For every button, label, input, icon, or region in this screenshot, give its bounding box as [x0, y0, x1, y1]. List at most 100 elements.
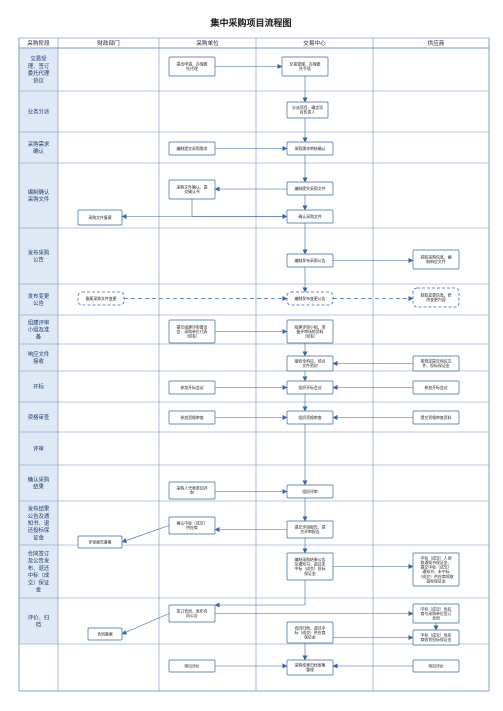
step-box: [412, 659, 460, 673]
phase-cell: [19, 371, 58, 402]
step-box: [286, 552, 334, 581]
flow-arrow: [121, 525, 170, 543]
process-step-b3: 分派项目、确定项目负责人: [286, 101, 329, 119]
phase-label: 发布变更公告: [28, 292, 50, 307]
step-label: 编制发布变更公告: [294, 296, 325, 301]
process-step-b36: 中标（成交）供应商收到投标保证金: [412, 629, 460, 646]
step-box: [412, 287, 460, 308]
step-box: [286, 253, 334, 268]
process-step-b9: 确认采购文件: [286, 209, 334, 224]
phase-cell: [19, 432, 58, 465]
step-label: 交易受理、办理委托手续: [289, 62, 320, 72]
phase-cell: [19, 315, 58, 344]
process-step-b15: 提交组建评审委员会、采购单位代表（如有）: [168, 319, 216, 344]
step-label: 获取变更信息、修改变更内容: [420, 293, 451, 303]
process-steps: 提出申请、办理委托代理 交易受理、办理委托手续分派项目、确定项目负责人编制提交采购…: [77, 56, 460, 676]
process-step-b24: 提交资格审查资料: [412, 410, 460, 425]
step-label: 按规定提交响应文件、投标保证金: [420, 359, 451, 369]
phase-cell: [19, 228, 58, 284]
step-label: 签订合同、发布合同公告: [176, 609, 207, 619]
phase-cell: [19, 284, 58, 315]
step-box: [168, 179, 216, 200]
step-label: 评审报告备案: [88, 539, 111, 544]
column-header-phase: 采购阶段: [27, 39, 50, 47]
step-label: 确认采购文件: [298, 214, 321, 219]
column-header-finance: 财政部门: [97, 39, 120, 47]
step-label: 项目评价: [184, 663, 200, 668]
step-label: 提交资格审查资料: [420, 415, 451, 420]
flow-arrow: [214, 580, 306, 608]
step-label: 分派项目、确定项目负责人: [292, 105, 323, 115]
process-step-b17: 接收全响应、核点文件密封: [286, 355, 334, 372]
process-step-b4: 编制提交采购需求: [168, 141, 216, 156]
step-label: 提交评审报告、提交评审报告: [294, 525, 325, 535]
column-header-supplier: 供应商: [428, 39, 445, 47]
process-step-b25: 采购人代表参加评审: [168, 481, 216, 500]
phase-cell: [19, 402, 58, 432]
process-step-b16: 组建评审小组、准备评审场地资料（如有）: [286, 319, 334, 344]
step-box: [168, 604, 216, 623]
phase-label: 交易受理、签订委托代理协议: [28, 55, 50, 85]
step-box: [286, 101, 329, 119]
phase-label: 采购需求确认: [28, 140, 50, 155]
phase-cell: [19, 163, 58, 228]
process-step-b6: 采购文件确认、提交确认书: [168, 179, 216, 200]
step-box: [286, 410, 334, 425]
phase-cell: [19, 91, 58, 132]
phase-label: 组建评审小组及准备: [28, 318, 50, 340]
process-step-b28: 评审报告备案: [77, 535, 123, 549]
step-label: 项目评价: [428, 663, 444, 668]
process-step-b2: 交易受理、办理委托手续: [281, 56, 329, 77]
process-step-b18: 按规定提交响应文件、投标保证金: [412, 355, 460, 372]
process-step-b39: 项目评价: [412, 659, 460, 673]
phase-label: 业务分派: [28, 108, 50, 116]
phase-cell: [19, 598, 58, 644]
phase-cell: [19, 132, 58, 163]
step-box: [286, 484, 334, 499]
phase-label: 开标: [33, 383, 44, 391]
phase-cell: [19, 465, 58, 501]
process-step-b32: 签订合同、发布合同公告: [168, 604, 216, 623]
step-label: 合同归档、退还中标（成交）供应商保证金: [294, 625, 325, 639]
step-label: 采购结果归档收集整理: [294, 663, 325, 673]
phase-label: 合同签订及公告发布、退还中标（成交）保证金: [28, 550, 50, 594]
phase-labels: 交易受理、签订委托代理协议业务分派采购需求确认编制确认采购文件发布采购公告发布变…: [28, 55, 50, 629]
phase-label: 确认采购结果: [28, 475, 50, 490]
lane-grid: [18, 38, 490, 692]
process-step-b21: 参加开标会议: [412, 380, 460, 395]
column-header-row: 采购阶段 财政部门 采购单位 交易中心 供应商: [18, 37, 490, 49]
step-box: [168, 141, 216, 156]
step-label: 采购文件备案: [88, 215, 111, 220]
process-step-b10: 编制发布采购公告: [286, 253, 334, 268]
step-label: 参加资格审查: [180, 415, 203, 420]
step-box: [286, 291, 334, 306]
phase-column: [19, 48, 58, 644]
step-label: 组织评审: [302, 489, 318, 494]
step-label: 参加开标会议: [424, 385, 447, 390]
phase-label: 响应文件接收: [28, 350, 50, 365]
phase-cell: [19, 501, 58, 545]
step-label: 接收全响应、核点文件密封: [294, 359, 325, 369]
phase-label: 发布采购公告: [28, 248, 50, 263]
step-box: [286, 520, 334, 539]
phase-label: 评价、归档: [28, 613, 50, 628]
step-box: [168, 410, 216, 425]
step-label: 提交组建评审委员会、采购单位代表（如有）: [176, 324, 207, 338]
process-step-b14: 获取变更信息、修改变更内容: [412, 287, 460, 308]
column-header-trading-center: 交易中心: [303, 39, 326, 47]
process-step-b26: 组织评审: [286, 484, 334, 499]
process-step-b20: 组织开标会议: [286, 380, 334, 395]
step-box: [412, 552, 460, 587]
process-step-b12: 备案采购文件变更: [77, 291, 125, 306]
step-box: [168, 56, 216, 77]
step-box: [286, 181, 334, 196]
step-label: 组织开标会议: [298, 385, 321, 390]
process-step-b31: 中标（成交）人领取通知书保证金、提交中标（成交）通知书、未中标（成交）供应商领取…: [412, 552, 460, 587]
step-box: [87, 627, 123, 641]
step-label: 提出申请、办理委托代理: [176, 62, 207, 72]
step-box: [281, 56, 329, 77]
phase-cell: [19, 545, 58, 598]
step-label: 采购文件确认、提交确认书: [176, 185, 207, 195]
step-box: [412, 380, 460, 395]
phase-label: 发布结果公告及通知书、退还投标保证金: [28, 505, 50, 542]
